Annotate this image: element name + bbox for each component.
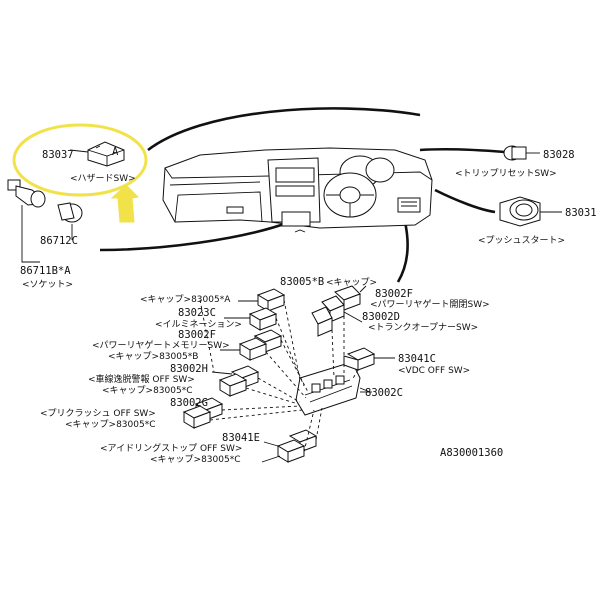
hazard-switch-part [87, 141, 125, 167]
cap-a-label: <キャップ>83005*A [140, 294, 231, 305]
vdc-part-name: <VDC OFF SW> [398, 366, 470, 376]
trunk-part-number: 83002D [362, 311, 400, 323]
trip-reset-part-number: 83028 [543, 149, 575, 161]
instrument-panel [162, 147, 433, 233]
leader-socket [99, 220, 291, 252]
idle-stop-part-number: 83041E [222, 432, 260, 444]
cap-c3-label: <キャップ>83005*C [150, 454, 241, 465]
cap-b-part-name: <キャップ> [326, 277, 377, 288]
memory-part-name: <パワーリヤゲートメモリーSW> [92, 339, 230, 351]
lane-warning-part-number: 83002H [170, 363, 208, 375]
hazard-highlight-arrow [110, 184, 140, 223]
memory-part-number: 83002F [178, 329, 216, 341]
hazard-symbol: A [112, 146, 119, 158]
push-start-part-name: <プッシュスタート> [478, 235, 565, 246]
socket-part-name: <ソケット> [22, 279, 73, 290]
precrash-part-number: 83002G [170, 397, 208, 409]
precrash-part-name: <プリクラッシュ OFF SW> [40, 408, 156, 419]
cap-c2-label: <キャップ>83005*C [65, 419, 156, 430]
leader-push [434, 188, 496, 214]
leader-switch-panel [396, 221, 409, 283]
leader-hazard [147, 107, 421, 152]
trip-reset-part [503, 145, 540, 161]
liftgate-part-name: <パワーリヤゲート開閉SW> [370, 298, 490, 310]
hazard-part-name: <ハザードSW> [70, 173, 136, 184]
hazard-highlight-ellipse [12, 123, 148, 197]
lane-warning-part-name: <車線逸脱警報 OFF SW> [88, 373, 195, 385]
socket-part-number-a: 86712C [40, 235, 78, 247]
illumination-part-number: 83023C [178, 307, 216, 319]
push-start-part [499, 196, 562, 227]
liftgate-part-number: 83002F [375, 288, 413, 300]
cap-b2-label: <キャップ>83005*B [108, 351, 198, 362]
socket-part-number-b: 86711B*A [20, 265, 71, 277]
socket-parts [7, 179, 83, 263]
push-start-part-number: 83031 [565, 207, 597, 219]
hazard-part-number: 83037 [42, 149, 74, 161]
idle-stop-part-name: <アイドリングストップ OFF SW> [100, 442, 242, 454]
cap-b-part-number: 83005*B [280, 276, 324, 288]
switch-assembly [182, 285, 395, 463]
cap-c1-label: <キャップ>83005*C [102, 385, 193, 396]
trunk-part-name: <トランクオープナーSW> [368, 322, 478, 333]
illumination-part-name: <イルミネーション> [155, 319, 242, 330]
panel-part-number: 83002C [365, 387, 403, 399]
diagram-reference-code: A830001360 [440, 447, 503, 459]
leader-trip [419, 147, 506, 154]
vdc-part-number: 83041C [398, 353, 436, 365]
trip-reset-part-name: <トリップリセットSW> [455, 168, 557, 179]
